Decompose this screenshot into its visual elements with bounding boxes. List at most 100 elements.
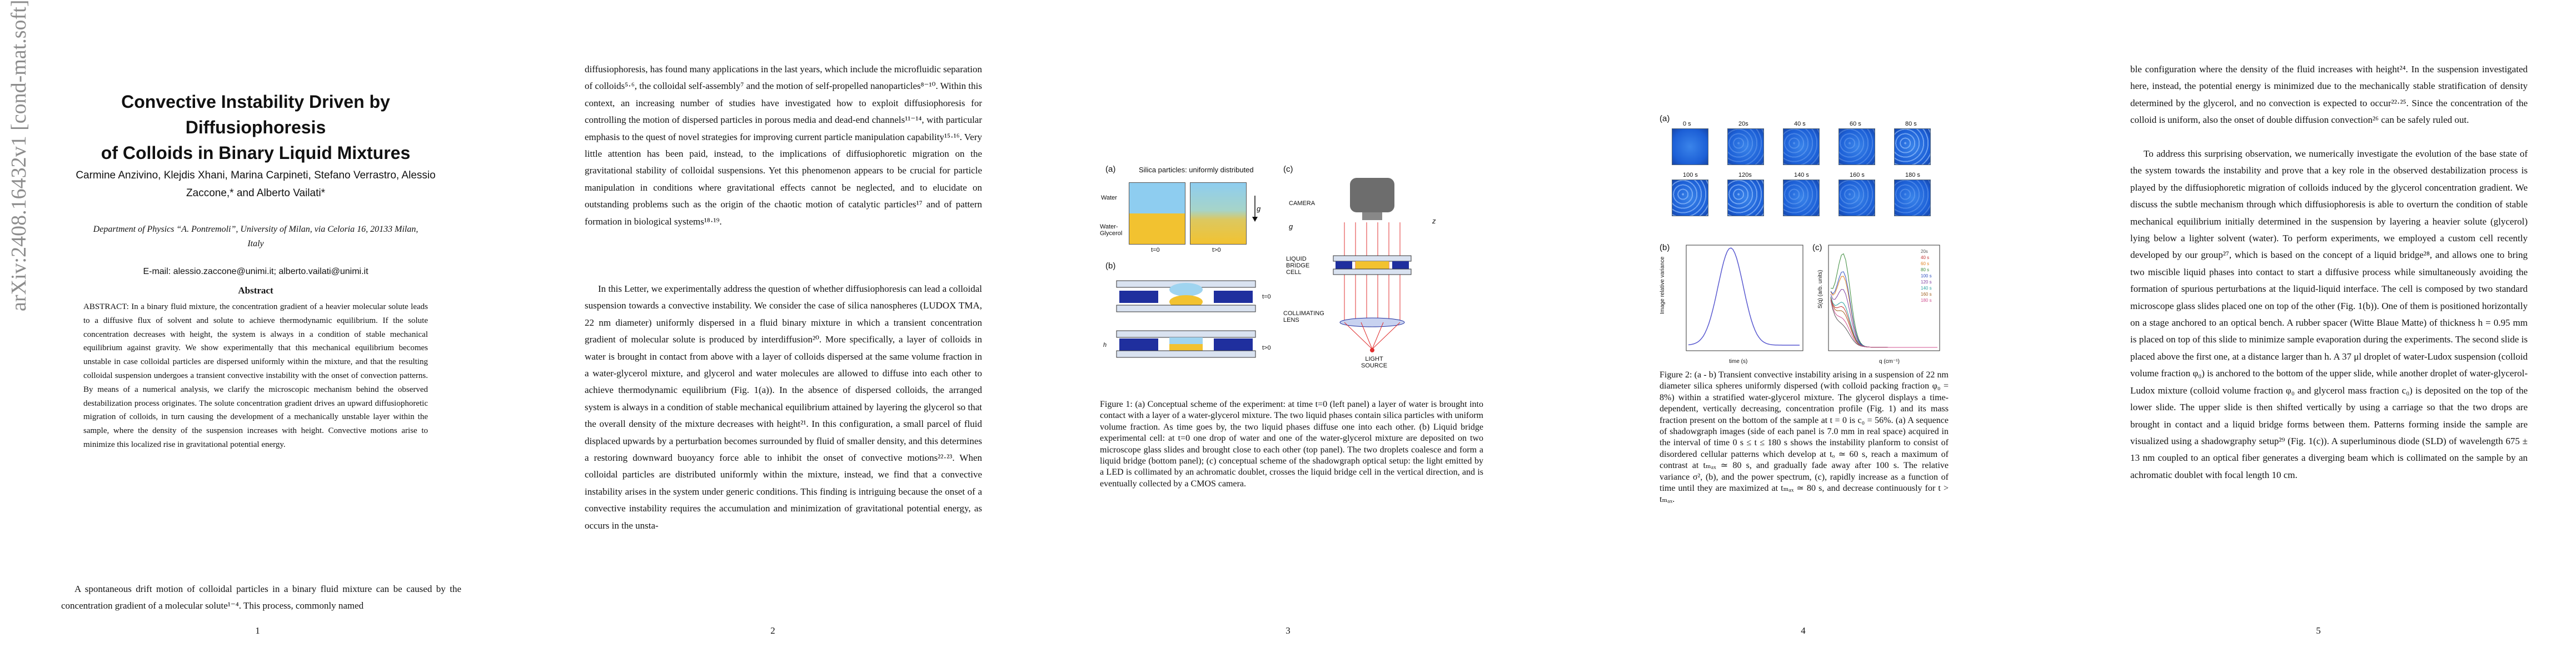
- shadowgraph-frame: [1672, 180, 1708, 216]
- figure-1-caption: Figure 1: (a) Conceptual scheme of the e…: [1100, 400, 1483, 489]
- page-2: diffusiophoresis, has found many applica…: [515, 0, 1030, 667]
- frame-time-label: 80 s: [1905, 121, 1917, 127]
- email-line[interactable]: E-mail: alessio.zaccone@unimi.it; albert…: [143, 267, 368, 276]
- page-5: ble configuration where the density of t…: [2061, 0, 2576, 667]
- page-3: (a) Silica particles: uniformly distribu…: [1030, 0, 1546, 667]
- fig1-b-t0-label: t=0: [1262, 293, 1271, 300]
- fig1-a-right-cell: [1190, 182, 1247, 245]
- affiliation: Department of Physics “A. Pontremoli”, U…: [61, 222, 450, 251]
- frame-time-label: 120s: [1738, 172, 1752, 178]
- chart-b-frame: [1686, 245, 1803, 351]
- legend-entry: 180 s: [1921, 298, 1932, 303]
- collimating-lens-label: COLLIMATING LENS: [1283, 310, 1324, 323]
- legend-entry: 120 s: [1921, 280, 1932, 285]
- light-source-label: LIGHT SOURCE: [1361, 356, 1388, 369]
- page2-paragraph-2: In this Letter, we experimentally addres…: [585, 283, 982, 531]
- thickness-h-label: h: [1103, 342, 1107, 349]
- shadowgraph-frame: [1783, 128, 1820, 165]
- frame-time-label: 180 s: [1905, 172, 1920, 178]
- shadowgraph-frame: [1727, 128, 1764, 165]
- gravity-arrow-icon: [1252, 196, 1258, 222]
- z-axis-label: z: [1432, 217, 1436, 225]
- legend-entry: 20s: [1921, 249, 1928, 254]
- shadowgraph-frame: [1838, 180, 1875, 216]
- frame-time-label: 160 s: [1850, 172, 1865, 178]
- page-number: 2: [770, 625, 775, 636]
- page-1: arXiv:2408.16432v1 [cond-mat.soft] 29 Au…: [0, 0, 515, 667]
- fig1-panel-c-label: (c): [1283, 165, 1293, 174]
- arxiv-identifier[interactable]: arXiv:2408.16432v1 [cond-mat.soft] 29 Au…: [7, 0, 31, 311]
- fig1-a-left-cell: [1129, 182, 1185, 245]
- legend-entry: 160 s: [1921, 292, 1932, 297]
- frame-time-label: 140 s: [1794, 172, 1809, 178]
- affiliation-line-1: Department of Physics “A. Pontremoli”, U…: [93, 225, 418, 234]
- page-number: 4: [1801, 625, 1806, 636]
- page2-paragraph-1: diffusiophoresis, has found many applica…: [585, 64, 982, 227]
- gravity-label-c: g: [1289, 222, 1293, 231]
- legend-entry: 140 s: [1921, 286, 1932, 291]
- liquid-bridge-cell-drawing: [1116, 280, 1256, 358]
- fig2-b-xlabel: time (s): [1729, 359, 1748, 365]
- fig2-c-ylabel: S(q) (arb. units): [1817, 270, 1823, 308]
- gravity-label: g: [1257, 205, 1261, 213]
- affiliation-line-2: Italy: [247, 239, 264, 248]
- variance-curve: [1688, 247, 1800, 346]
- variance-time-chart: [1686, 245, 1803, 351]
- page-number: 5: [2316, 625, 2321, 636]
- shadowgraph-frame: [1894, 128, 1931, 165]
- frame-time-label: 20s: [1738, 121, 1748, 127]
- page-number: 1: [255, 625, 260, 636]
- paper-title: Convective Instability Driven by Diffusi…: [50, 89, 461, 166]
- page1-body-text: A spontaneous drift motion of colloidal …: [61, 584, 461, 611]
- fig1-a-title: Silica particles: uniformly distributed: [1139, 166, 1254, 174]
- authors-line-1: Carmine Anzivino, Klejdis Xhani, Marina …: [76, 170, 436, 181]
- fig1-a-tgt0-label: t>0: [1212, 247, 1221, 253]
- legend-entry: 80 s: [1921, 267, 1929, 272]
- title-line-1: Convective Instability Driven by Diffusi…: [121, 92, 390, 137]
- legend-entry: 60 s: [1921, 261, 1929, 266]
- chart-c-frame: [1828, 245, 1940, 351]
- shadowgraph-frame: [1783, 180, 1820, 216]
- shadowgraph-frame: [1838, 128, 1875, 165]
- page5-paragraph-2: To address this surprising observation, …: [2130, 148, 2528, 480]
- shadowgraph-frame: [1727, 180, 1764, 216]
- abstract-heading: Abstract: [238, 285, 273, 296]
- frame-time-label: 40 s: [1794, 121, 1806, 127]
- shadowgraph-frame: [1672, 128, 1708, 165]
- authors: Carmine Anzivino, Klejdis Xhani, Marina …: [61, 167, 450, 202]
- fig1-b-tgt0-label: t>0: [1262, 345, 1271, 351]
- fig2-panel-b-label: (b): [1660, 243, 1670, 252]
- frame-time-label: 60 s: [1850, 121, 1861, 127]
- liquid-bridge-label: LIQUID BRIDGE CELL: [1286, 256, 1310, 276]
- authors-line-2: Zaccone,* and Alberto Vailati*: [186, 187, 325, 199]
- figure-1: (a) Silica particles: uniformly distribu…: [1100, 161, 1483, 395]
- glycerol-layer: [1129, 213, 1185, 244]
- fig1-panel-a-label: (a): [1105, 165, 1116, 174]
- title-line-2: of Colloids in Binary Liquid Mixtures: [101, 143, 411, 163]
- shadowgraph-frame: [1894, 180, 1931, 216]
- fig2-b-ylabel: Image relative variance: [1660, 256, 1666, 314]
- figure-2-caption: Figure 2: (a - b) Transient convective i…: [1660, 370, 1949, 505]
- page5-paragraph-1: ble configuration where the density of t…: [2130, 64, 2528, 126]
- fig2-panel-c-label: (c): [1812, 243, 1822, 252]
- water-glycerol-label: Water- Glycerol: [1100, 223, 1123, 237]
- camera-label: CAMERA: [1289, 200, 1316, 207]
- legend-entry: 40 s: [1921, 255, 1929, 260]
- spectrum-curve: [1830, 297, 1937, 348]
- abstract-text: ABSTRACT: In a binary fluid mixture, the…: [83, 302, 428, 449]
- legend-entry: 100 s: [1921, 273, 1932, 278]
- water-layer: [1129, 183, 1185, 213]
- page-number: 3: [1285, 625, 1291, 636]
- water-label: Water: [1101, 195, 1117, 201]
- fig1-panel-b-label: (b): [1105, 261, 1116, 271]
- fig1-a-t0-label: t=0: [1151, 247, 1160, 253]
- spectrum-curve: [1830, 297, 1937, 348]
- fig2-panel-a-label: (a): [1660, 114, 1670, 123]
- spectrum-curve: [1830, 299, 1937, 348]
- frame-time-label: 100 s: [1683, 172, 1698, 178]
- shadowgraph-setup-drawing: [1333, 178, 1412, 352]
